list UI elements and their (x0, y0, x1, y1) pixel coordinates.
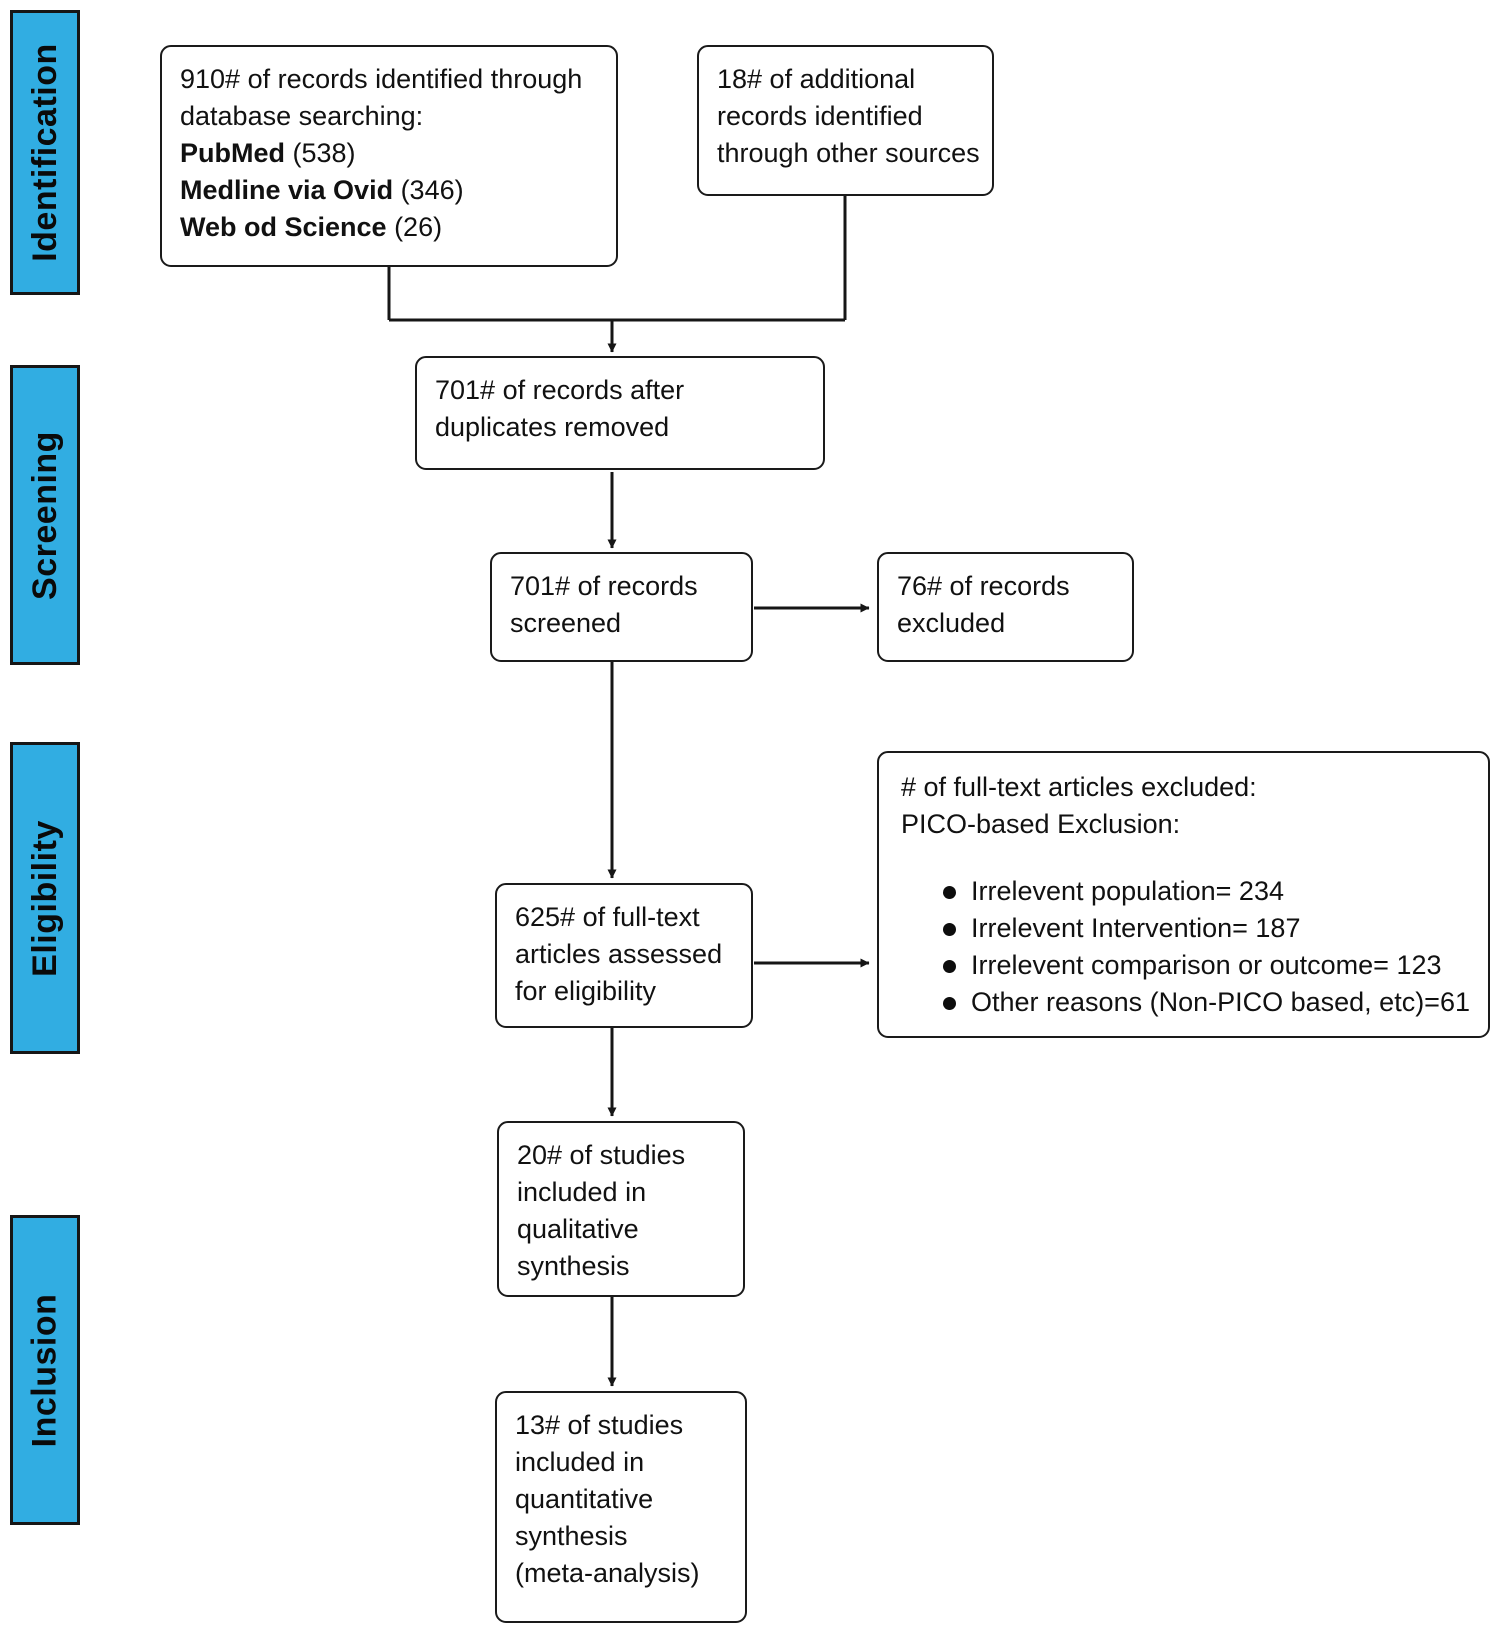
stage-identification: Identification (10, 10, 80, 295)
box-records-excluded: 76# of records excluded (877, 552, 1134, 662)
stage-inclusion-label: Inclusion (25, 1293, 64, 1447)
fulltext-line-1: 625# of full-text (515, 902, 700, 932)
stage-identification-label: Identification (25, 43, 64, 262)
box-records-deduplicated: 701# of records after duplicates removed (415, 356, 825, 470)
quantitative-line-1: 13# of studies (515, 1410, 684, 1440)
quantitative-line-3: quantitative (515, 1484, 654, 1514)
exclusion-reason-list: Irrelevent population= 234 Irrelevent In… (939, 873, 1470, 1021)
exclusion-reason-other: Other reasons (Non-PICO based, etc)=61 (939, 984, 1470, 1021)
fulltext-line-2: articles assessed (515, 939, 723, 969)
stage-screening: Screening (10, 365, 80, 665)
quantitative-line-2: included in (515, 1447, 645, 1477)
exclusion-reason-comparison: Irrelevent comparison or outcome= 123 (939, 947, 1466, 984)
fulltext-excluded-header-2: PICO-based Exclusion: (901, 809, 1181, 839)
fulltext-line-3: for eligibility (515, 976, 657, 1006)
exclusion-reason-population: Irrelevent population= 234 (939, 873, 1466, 910)
screened-line-1: 701# of records (510, 571, 698, 601)
excluded-line-2: excluded (897, 608, 1006, 638)
records-identified-line-1: 910# of records identified through (180, 64, 583, 94)
box-records-identified: 910# of records identified through datab… (160, 45, 618, 267)
additional-records-line-1: 18# of additional (717, 64, 916, 94)
qualitative-line-3: qualitative (517, 1214, 639, 1244)
quantitative-line-5: (meta-analysis) (515, 1558, 700, 1588)
qualitative-line-4: synthesis (517, 1251, 630, 1281)
source-web-of-science: Web od Science (26) (180, 212, 443, 242)
screened-line-2: screened (510, 608, 622, 638)
deduplicated-line-1: 701# of records after (435, 375, 685, 405)
box-qualitative-synthesis: 20# of studies included in qualitative s… (497, 1121, 745, 1297)
deduplicated-line-2: duplicates removed (435, 412, 670, 442)
qualitative-line-1: 20# of studies (517, 1140, 686, 1170)
source-pubmed: PubMed (538) (180, 138, 356, 168)
exclusion-reason-intervention: Irrelevent Intervention= 187 (939, 910, 1466, 947)
fulltext-excluded-header-1: # of full-text articles excluded: (901, 772, 1257, 802)
box-fulltext-excluded: # of full-text articles excluded: PICO-b… (877, 751, 1490, 1038)
box-records-screened: 701# of records screened (490, 552, 753, 662)
stage-screening-label: Screening (25, 430, 64, 600)
quantitative-line-4: synthesis (515, 1521, 628, 1551)
box-fulltext-assessed: 625# of full-text articles assessed for … (495, 883, 753, 1028)
box-quantitative-synthesis: 13# of studies included in quantitative … (495, 1391, 747, 1623)
box-additional-records: 18# of additional records identified thr… (697, 45, 994, 196)
stage-eligibility: Eligibility (10, 742, 80, 1054)
additional-records-line-2: records identified (717, 101, 923, 131)
records-identified-line-2: database searching: (180, 101, 424, 131)
qualitative-line-2: included in (517, 1177, 647, 1207)
stage-inclusion: Inclusion (10, 1215, 80, 1525)
source-medline: Medline via Ovid (346) (180, 175, 464, 205)
stage-eligibility-label: Eligibility (25, 819, 64, 977)
excluded-line-1: 76# of records (897, 571, 1070, 601)
additional-records-line-3: through other sources (717, 138, 980, 168)
